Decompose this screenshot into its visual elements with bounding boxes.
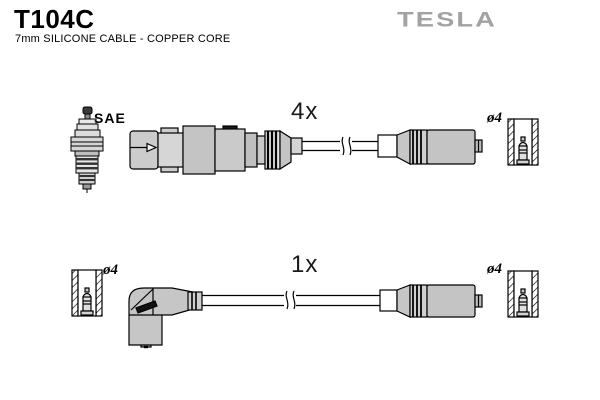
cable-break-mark bbox=[341, 136, 345, 156]
terminal-cross-section-icon bbox=[507, 270, 539, 318]
subtitle: 7mm SILICONE CABLE - COPPER CORE bbox=[15, 33, 231, 45]
distributor-end-boot bbox=[377, 129, 483, 166]
angled-cable-assembly bbox=[128, 284, 483, 349]
straight-plug-boot bbox=[129, 125, 303, 175]
cable-break-mark bbox=[292, 290, 296, 310]
distributor-end-boot bbox=[379, 284, 483, 318]
sae-plug-label: SAE bbox=[94, 110, 126, 126]
ignition-cable bbox=[302, 136, 378, 156]
boot-stripe bbox=[135, 300, 158, 314]
brand-logo: TESLA bbox=[397, 7, 497, 32]
cable-break-mark bbox=[285, 290, 289, 310]
spark-plug-icon bbox=[70, 106, 104, 193]
straight-cable-assembly bbox=[129, 125, 483, 175]
direction-arrow-icon bbox=[146, 142, 158, 153]
cable-break-mark bbox=[348, 136, 352, 156]
angled-plug-boot bbox=[128, 287, 194, 349]
terminal-tip bbox=[516, 288, 530, 317]
terminal-tip bbox=[516, 136, 530, 165]
ignition-cable bbox=[202, 290, 380, 310]
terminal-diameter-label: ø4 bbox=[103, 262, 118, 278]
terminal-cross-section-icon bbox=[71, 269, 103, 317]
terminal-diameter-label: ø4 bbox=[487, 261, 502, 277]
terminal-cross-section-icon bbox=[507, 118, 539, 166]
quantity-label-angled: 1x bbox=[291, 251, 319, 278]
quantity-label-straight: 4x bbox=[291, 98, 319, 125]
terminal-diameter-label: ø4 bbox=[487, 110, 502, 126]
page-title: T104C bbox=[14, 4, 95, 34]
terminal-tip bbox=[80, 287, 94, 316]
